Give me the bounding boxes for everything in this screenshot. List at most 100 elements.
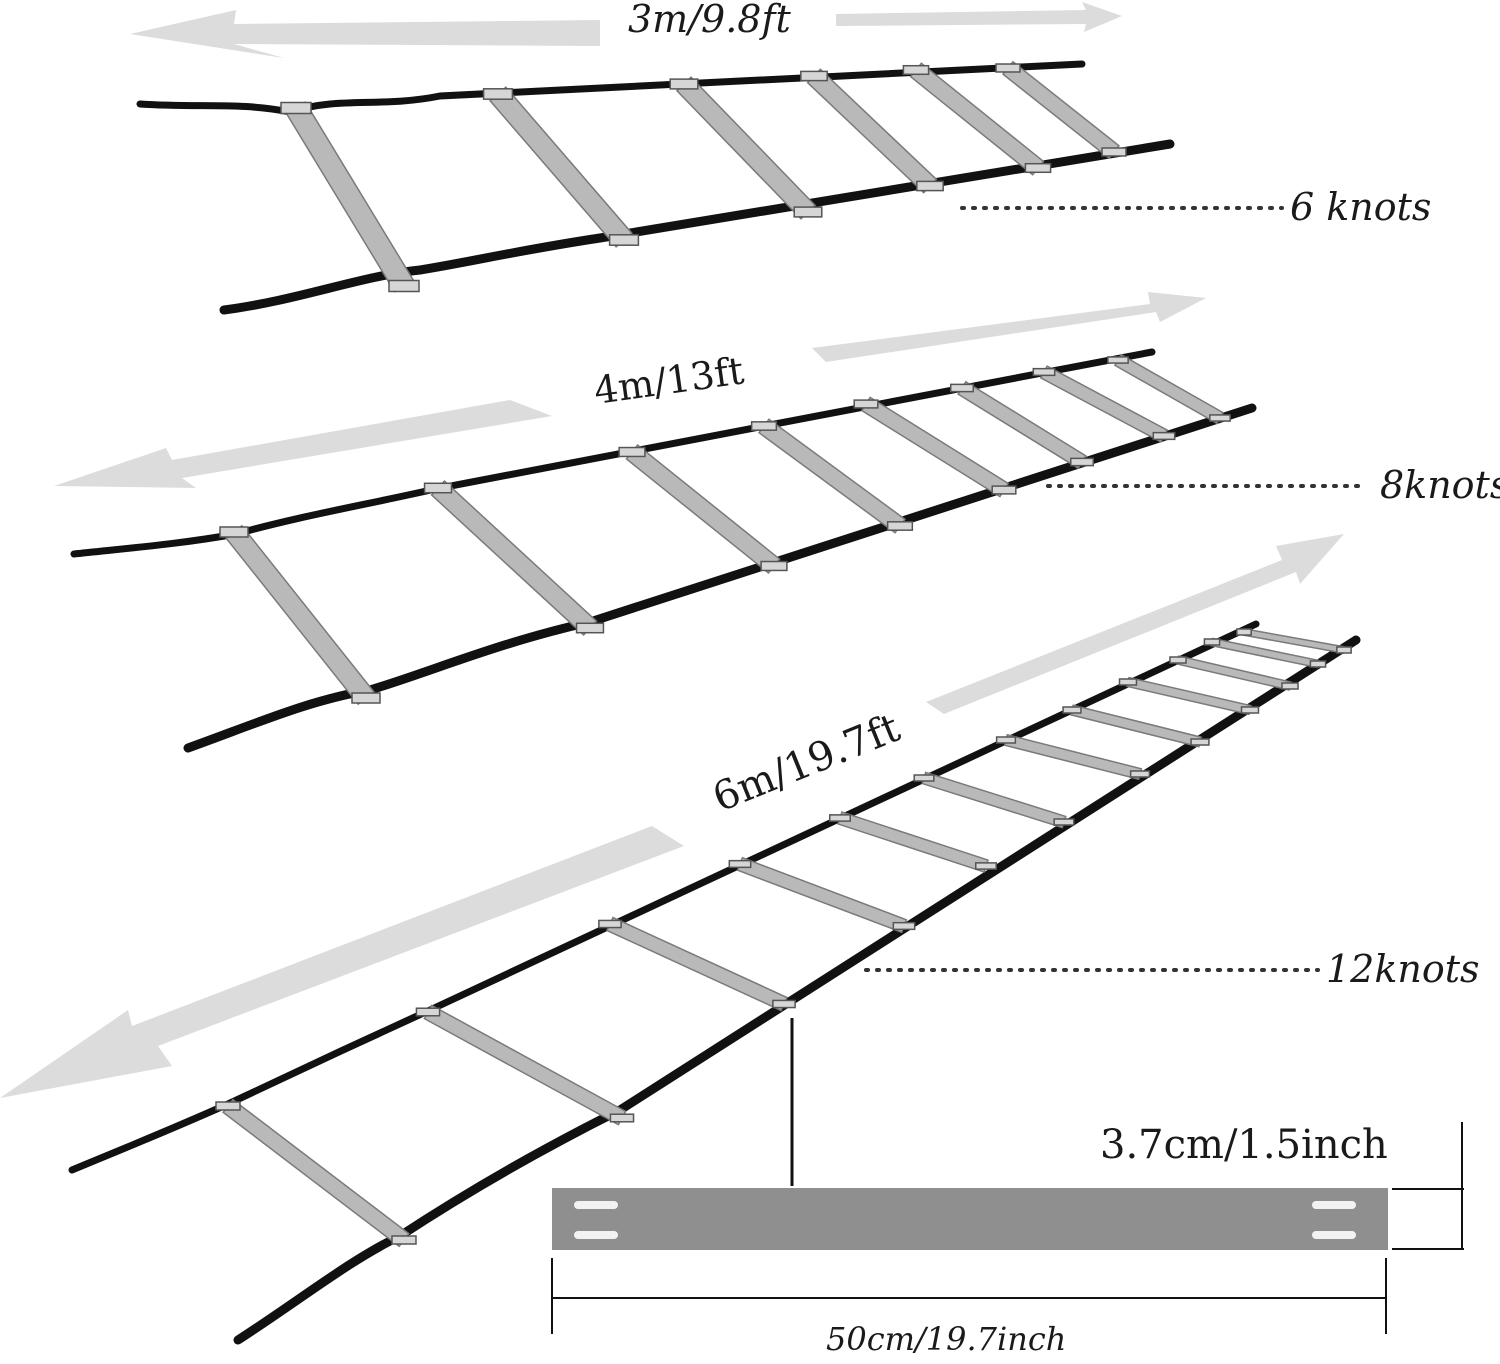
rung-clip [388, 279, 420, 293]
rung-clip [800, 70, 828, 82]
rung-clip [1053, 818, 1075, 826]
ladder-rung [921, 771, 1067, 829]
arrow-left-icon [54, 400, 552, 488]
rung-clip [991, 485, 1017, 495]
ladder-rung [1176, 655, 1292, 691]
rung-clip [916, 180, 944, 192]
ladder-knots-label: 12knots [1326, 947, 1480, 991]
rung-slot [574, 1201, 618, 1209]
ladder-rung [430, 479, 598, 637]
arrow-right-icon [812, 292, 1206, 362]
rung-clip [1118, 678, 1138, 686]
rung-clip [1169, 656, 1187, 664]
rung-clip [1129, 770, 1151, 778]
rung-clip [423, 482, 453, 494]
rung-clip [669, 78, 699, 90]
ladder-rung [1003, 733, 1143, 781]
rung-clip [215, 1101, 241, 1111]
ladder-knots-label: 8knots [1380, 463, 1500, 507]
rung-clip [950, 383, 974, 393]
ladder-rung [957, 380, 1087, 470]
ladder-rung [675, 76, 817, 220]
rung-clip [1024, 162, 1052, 174]
rung-clip [1236, 628, 1252, 636]
rung-clip [1203, 638, 1221, 646]
rung-detail: 50cm/19.7inch 3.7cm/1.5inch [551, 1018, 1464, 1358]
rung-clip [1336, 646, 1352, 654]
rung-clip [886, 521, 914, 531]
ladder-3m [136, 60, 1175, 315]
rung-clip [829, 814, 851, 822]
rung-clip [892, 921, 916, 931]
rung-clip [1240, 706, 1260, 714]
ladder-rungs [280, 60, 1127, 293]
rung-clip [1152, 431, 1176, 441]
rung-clip [1190, 738, 1210, 746]
ladder-rung [285, 101, 415, 293]
ladder-length-label: 3m/9.8ft [628, 0, 792, 41]
rung-clip [728, 859, 752, 869]
rung-clip [750, 421, 778, 431]
rung-clip [1070, 457, 1094, 467]
ladder-rung [225, 524, 375, 706]
knot-leader-lines [864, 206, 1368, 972]
rung-clip [995, 63, 1021, 73]
rung-clip [975, 862, 997, 870]
rung-detail-bar [552, 1188, 1388, 1250]
rung-clip [280, 101, 312, 115]
ladder-rung [606, 916, 788, 1012]
rung-slot [1312, 1201, 1356, 1209]
ladder-rung [837, 811, 989, 873]
rung-clip [760, 560, 788, 572]
ladder-rung [736, 856, 908, 934]
arrow-right-icon [836, 2, 1122, 32]
rung-clip [415, 1007, 441, 1017]
rung-clip [913, 774, 935, 782]
rung-clip [351, 692, 381, 704]
rung-clip [1107, 356, 1129, 364]
rung-clip [853, 399, 879, 409]
arrow-left-icon [130, 10, 600, 58]
rung-clip [1309, 660, 1327, 668]
rung-clip [618, 446, 646, 458]
rung-clip [575, 622, 605, 634]
rung-clip [391, 1235, 417, 1245]
ladder-rung [758, 418, 906, 534]
rung-slot [574, 1231, 618, 1239]
rung-clip [598, 919, 622, 929]
ladder-length-label: 4m/13ft [591, 348, 746, 413]
rung-clip [1281, 682, 1299, 690]
rung-width-label: 3.7cm/1.5inch [1100, 1122, 1388, 1168]
ladder-rungs [215, 628, 1352, 1248]
rung-clip [995, 736, 1017, 744]
ladder-rung [423, 1004, 627, 1126]
rung-clip [1101, 147, 1127, 157]
ladder-bottom-strap [183, 403, 1257, 753]
rung-clip [482, 88, 514, 100]
rung-length-label: 50cm/19.7inch [826, 1320, 1066, 1358]
ladder-6m [68, 620, 1361, 1345]
ladder-rung [1126, 676, 1252, 716]
ladder-rung [625, 444, 781, 574]
ladder-bottom-strap [219, 139, 1175, 315]
rung-clip [608, 234, 640, 246]
arrow-right-icon [926, 534, 1344, 714]
ladder-rung [489, 86, 633, 248]
rung-clip [772, 999, 796, 1009]
ladder-rungs [219, 353, 1231, 706]
rung-clip [1209, 414, 1231, 422]
rung-clip [902, 64, 930, 76]
length-arrows [0, 2, 1344, 1098]
ladder-rung [222, 1098, 410, 1248]
ladder-rung [1069, 704, 1203, 748]
rung-slot [1312, 1231, 1356, 1239]
rung-clip [1062, 706, 1082, 714]
rung-clip [793, 206, 823, 218]
arrow-left-icon [0, 826, 684, 1098]
ladder-4m [70, 348, 1257, 753]
ladder-rung [806, 68, 938, 194]
rung-clip [609, 1113, 635, 1123]
ladder-knots-label: 6 knots [1290, 185, 1431, 229]
